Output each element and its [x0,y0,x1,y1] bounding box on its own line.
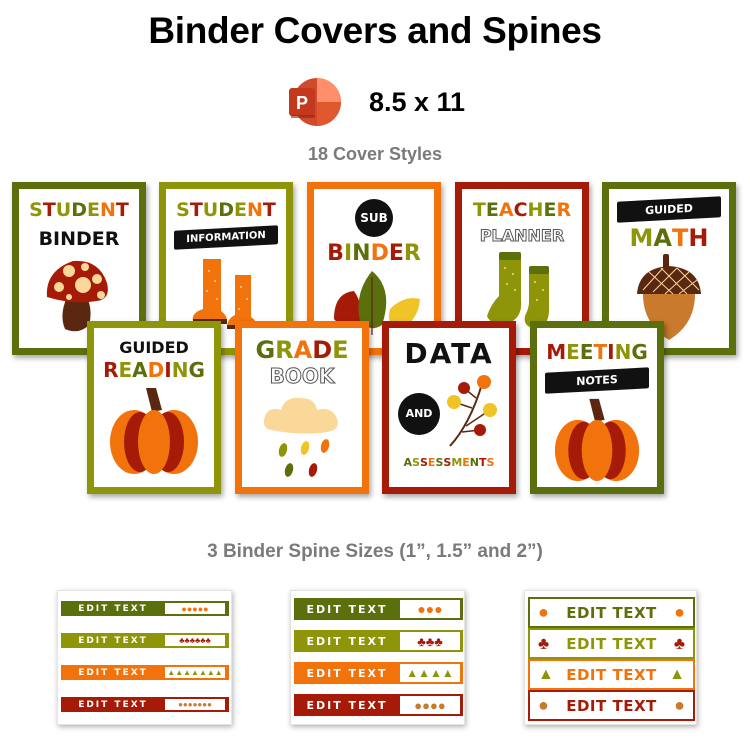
cover-guided-math[interactable]: GUIDED MATH [602,182,736,355]
cover-title-line2: READING [103,358,205,382]
spine-set-2-inch: ● EDIT TEXT ● ♣ EDIT TEXT ♣ ▲ EDIT TEXT … [524,590,697,725]
cover-data-assessments[interactable]: DATA AND ASSESSMENTS [382,321,516,494]
spine-bar[interactable]: EDIT TEXT ♣♣♣♣♣♣ [61,633,229,648]
cover-title-line1: TEACHER [472,199,572,221]
spine-bar[interactable]: EDIT TEXT ●●●●●●● [61,697,229,712]
spine-bar[interactable]: EDIT TEXT ♣♣♣ [294,630,463,652]
socks-icon [477,248,567,335]
spine-label: EDIT TEXT [78,635,148,646]
cover-title-line3: ASSESSMENTS [403,456,495,469]
spine-bar[interactable]: EDIT TEXT ●●●● [294,694,463,716]
page-size-label: 8.5 x 11 [368,86,466,117]
covers-section-label: 18 Cover Styles [307,144,443,164]
spine-bar[interactable]: ▲ EDIT TEXT ▲ [528,659,695,690]
pear-icon: ▲▲▲▲ [400,664,460,682]
spine-label: EDIT TEXT [566,634,657,653]
spines-section-label: 3 Binder Spine Sizes (1”, 1.5” and 2”) [207,541,543,562]
spine-bar[interactable]: ● EDIT TEXT ● [528,597,695,628]
acorn-icon: ●●●● [400,696,460,714]
pear-icon: ▲ [538,665,554,683]
cover-grade-book[interactable]: GRADE BOOK [235,321,369,494]
spine-label: EDIT TEXT [78,667,148,678]
spine-label: EDIT TEXT [306,602,388,616]
cover-title-line1: STUDENT [176,199,276,221]
svg-text:P: P [296,93,308,113]
spine-bar[interactable]: EDIT TEXT ●●● [294,598,463,620]
mushroom-icon: ♣♣♣ [400,632,460,650]
cover-meeting-notes[interactable]: MEETING NOTES [530,321,664,494]
spine-bar[interactable]: ♣ EDIT TEXT ♣ [528,628,695,659]
pear-icon: ▲▲▲▲▲▲▲ [165,667,225,678]
berry-branch-icon [444,374,500,453]
cover-badge: AND [398,392,440,435]
spine-label: EDIT TEXT [566,696,657,715]
cover-title-line1: GRADE [255,336,349,364]
spine-label: EDIT TEXT [78,603,148,614]
cover-title-line1: MEETING [546,340,648,364]
spine-label: EDIT TEXT [566,665,657,684]
cover-badge: SUB [355,199,393,237]
cover-title-line2: MATH [629,224,709,252]
pumpkin-icon [551,395,643,487]
mushroom-icon: ♣ [538,633,550,653]
spine-label: EDIT TEXT [306,634,388,648]
cover-title-line2: BINDER [38,228,120,250]
pumpkin-icon: ● [538,602,549,622]
pear-icon: ▲ [669,665,685,683]
cover-title-line1: STUDENT [29,199,129,221]
spine-bar[interactable]: EDIT TEXT ●●●●● [61,601,229,616]
spine-bar[interactable]: EDIT TEXT ▲▲▲▲▲▲▲ [61,665,229,680]
spine-label: EDIT TEXT [306,698,388,712]
mushroom-icon: ♣ [673,633,685,653]
cover-title-line2: BINDER [327,241,421,266]
pumpkin-icon: ●●● [400,600,460,618]
rain-cloud-icon [257,390,347,485]
acorn-icon: ●●●●●●● [165,699,225,710]
format-row: P 8.5 x 11 [0,78,750,126]
pumpkin-icon: ● [674,602,685,622]
acorn-icon: ● [674,695,685,715]
spine-bar[interactable]: ● EDIT TEXT ● [528,690,695,721]
pumpkin-icon [106,384,202,481]
and-row: AND [398,374,500,453]
spine-set-1-inch: EDIT TEXT ●●●●● EDIT TEXT ♣♣♣♣♣♣ EDIT TE… [57,590,232,725]
page-title: Binder Covers and Spines [148,10,602,51]
cover-banner: GUIDED [617,196,721,223]
cover-title-line1: GUIDED [119,338,189,357]
mushroom-icon: ♣♣♣♣♣♣ [165,635,225,646]
spine-label: EDIT TEXT [566,603,657,622]
cover-title-line2: PLANNER [479,226,565,245]
spine-set-1-5-inch: EDIT TEXT ●●● EDIT TEXT ♣♣♣ EDIT TEXT ▲▲… [290,590,465,725]
mushroom-icon [39,253,119,338]
spine-label: EDIT TEXT [78,699,148,710]
cover-title-line2: BOOK [269,364,335,388]
spine-bar[interactable]: EDIT TEXT ▲▲▲▲ [294,662,463,684]
cover-title-line1: DATA [404,337,494,370]
spine-label: EDIT TEXT [306,666,388,680]
pumpkin-icon: ●●●●● [165,603,225,614]
cover-guided-reading[interactable]: GUIDED READING [87,321,221,494]
acorn-icon: ● [538,695,549,715]
powerpoint-icon: P [285,78,347,126]
cover-banner: INFORMATION [174,225,278,250]
cover-banner: NOTES [545,367,649,394]
